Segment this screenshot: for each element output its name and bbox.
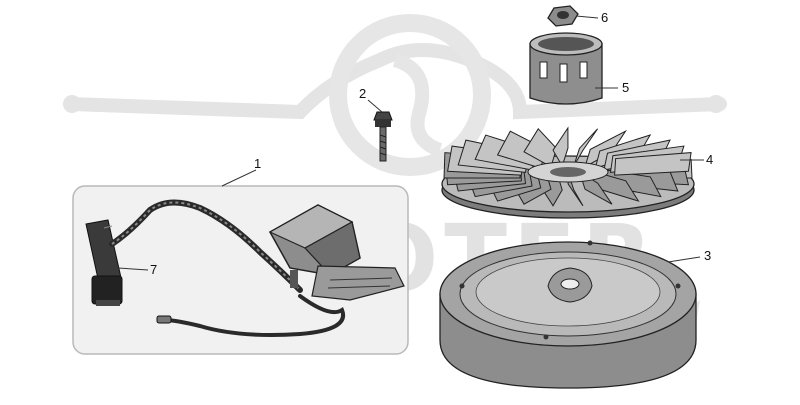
callout-3: 3 [704, 248, 711, 263]
flywheel [439, 240, 697, 389]
callout-5: 5 [622, 80, 629, 95]
starter-cup [529, 32, 603, 105]
wire-terminal [156, 315, 172, 324]
fan-blade [552, 126, 569, 168]
callout-7: 7 [150, 262, 157, 277]
ignition-coil [268, 204, 405, 301]
callout-6: 6 [601, 10, 608, 25]
callout-1: 1 [254, 156, 261, 171]
nut [547, 5, 579, 27]
cooling-fan [441, 126, 695, 219]
callouts [117, 15, 704, 271]
bolt [373, 111, 393, 162]
fan-blade [573, 128, 598, 167]
fan-blade [523, 127, 558, 168]
callout-2: 2 [359, 86, 366, 101]
callout-4: 4 [706, 152, 713, 167]
spark-plug-cap [85, 219, 123, 306]
fan-blade [614, 152, 692, 176]
ground-wire [163, 294, 346, 337]
